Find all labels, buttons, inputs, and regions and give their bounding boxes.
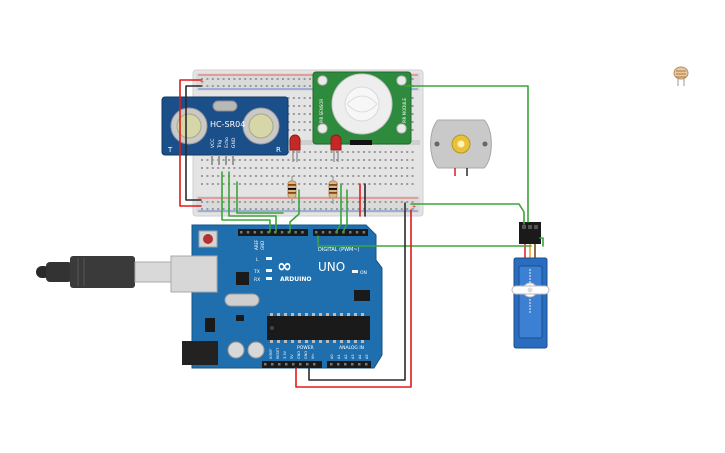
atmega-chip bbox=[267, 316, 370, 340]
wire-led1 bbox=[289, 189, 300, 233]
resistor-1 bbox=[287, 176, 297, 204]
power-pin-label: Vin bbox=[311, 353, 315, 359]
arduino-logo-icon: ∞ bbox=[277, 256, 292, 277]
wire-gnd-bottom bbox=[308, 202, 406, 381]
power-pin-label: IOREF bbox=[269, 349, 273, 359]
reset-button-cap[interactable] bbox=[203, 234, 213, 244]
ultrasonic-pin-gnd: GND bbox=[231, 137, 237, 148]
power-label: POWER bbox=[297, 345, 314, 351]
ultrasonic-t-label: T bbox=[167, 146, 173, 154]
wire-servo-signal bbox=[317, 235, 532, 247]
wires bbox=[179, 79, 544, 388]
led-red-2 bbox=[330, 134, 342, 162]
servo-horn-holes bbox=[529, 269, 531, 313]
rail-plus-label: + bbox=[200, 79, 204, 86]
analog-pin-label: A4 bbox=[358, 354, 362, 359]
ultrasonic-pin-vcc: VCC bbox=[210, 139, 216, 148]
ultrasonic-r-label: R bbox=[276, 146, 281, 154]
digital-pwm-label: DIGITAL (PWM~) bbox=[318, 247, 360, 253]
led-l-label: L bbox=[256, 257, 259, 263]
analog-in-label: ANALOG IN bbox=[339, 345, 364, 351]
usb-port bbox=[170, 255, 218, 293]
wire-echo bbox=[228, 171, 277, 233]
power-pins bbox=[264, 363, 368, 366]
tx-label: TX bbox=[253, 269, 260, 275]
arduino-model-label: UNO bbox=[318, 260, 345, 274]
pir-sensor: PIR SENSOR PIR MODULE bbox=[312, 71, 412, 145]
wire-led2 bbox=[342, 189, 348, 233]
digital-header-right bbox=[313, 229, 368, 236]
chip-legs bbox=[270, 313, 364, 343]
wire-black-left-rail bbox=[185, 85, 202, 201]
wire-5v-bottom bbox=[295, 209, 412, 388]
dc-motor bbox=[430, 119, 492, 176]
ultrasonic-sensor: HC-SR04 T R VCC Trig Echo GND bbox=[161, 96, 289, 165]
pir-side-label-right: PIR MODULE bbox=[402, 98, 407, 123]
power-pin-label: 5V bbox=[290, 354, 294, 359]
digital-header-left bbox=[238, 229, 308, 236]
gnd-label: GND bbox=[260, 241, 265, 250]
wire-servo-tail bbox=[539, 237, 544, 247]
wire-trig bbox=[221, 171, 271, 233]
power-pin-label: GND bbox=[297, 351, 301, 359]
rail-plus-label-bottom: + bbox=[412, 204, 416, 211]
on-label: ON bbox=[360, 270, 367, 276]
pir-side-label: PIR SENSOR bbox=[319, 99, 324, 123]
usb-cable bbox=[36, 256, 172, 288]
wire-pir-signal bbox=[404, 85, 529, 223]
ultrasonic-model-label: HC-SR04 bbox=[210, 120, 245, 129]
power-pin-label: RESET bbox=[276, 347, 280, 359]
rx-label: RX bbox=[254, 277, 260, 283]
analog-header bbox=[327, 361, 371, 368]
wire-servo-power bbox=[410, 203, 525, 225]
led-red-1 bbox=[289, 134, 301, 162]
wire-led2b bbox=[335, 183, 342, 233]
analog-pin-label: A3 bbox=[351, 354, 355, 359]
arduino-brand-label: ARDUINO bbox=[280, 276, 311, 283]
power-pin-label: GND bbox=[304, 351, 308, 359]
wire-red-left-rail bbox=[179, 79, 202, 207]
photoresistor bbox=[673, 66, 689, 86]
analog-pin-label: A1 bbox=[337, 354, 341, 359]
ultrasonic-pin-trig: Trig bbox=[217, 140, 223, 149]
power-jack bbox=[182, 341, 218, 365]
analog-pin-label: A5 bbox=[365, 354, 369, 359]
arduino-uno-board: L TX RX ON ∞ ARDUINO UNO AREF GND DIGITA… bbox=[170, 224, 383, 369]
power-pin-label: 3.3V bbox=[283, 350, 287, 359]
aref-label: AREF bbox=[254, 239, 259, 250]
analog-pin-label: A0 bbox=[330, 354, 334, 359]
resistor-2 bbox=[328, 176, 338, 204]
ultrasonic-pin-echo: Echo bbox=[224, 137, 230, 148]
wire-us-extra bbox=[236, 181, 284, 214]
servo-motor bbox=[511, 222, 550, 349]
analog-pin-label: A2 bbox=[344, 354, 348, 359]
